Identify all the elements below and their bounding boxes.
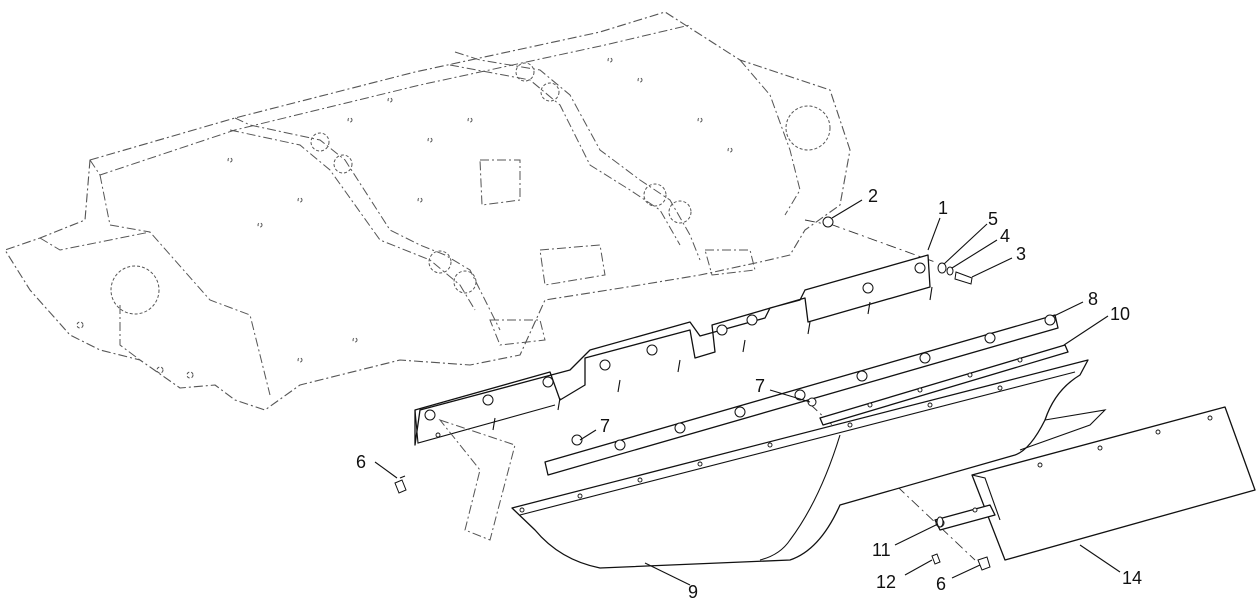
callout-14: 14	[1122, 568, 1142, 588]
callout-11: 11	[872, 540, 891, 560]
callout-7-left: 7	[600, 416, 610, 436]
callout-3: 3	[1016, 244, 1026, 264]
mount-bar-11	[934, 504, 996, 531]
part-1-mounting-plate	[414, 254, 933, 446]
part-8-nut-bar	[544, 314, 1059, 476]
hardware	[394, 216, 991, 571]
callout-10: 10	[1110, 304, 1130, 324]
callout-leaders	[374, 199, 1121, 586]
part-9-skirt	[511, 359, 1107, 569]
lower-flap-left	[438, 418, 516, 541]
part-14-front-panel	[971, 406, 1256, 561]
callout-7-middle: 7	[755, 376, 765, 396]
part-10-strip	[819, 344, 1069, 426]
callout-2: 2	[868, 186, 878, 206]
callout-8: 8	[1088, 289, 1098, 309]
housing-frame	[4, 11, 851, 411]
callout-labels: 1 2 5 4 3 8 10 6 7 7 9 11 12 6 14	[356, 186, 1142, 602]
callout-12: 12	[876, 572, 896, 592]
callout-1: 1	[938, 198, 948, 218]
callout-6-right: 6	[936, 574, 946, 594]
callout-6-left: 6	[356, 452, 366, 472]
callout-4: 4	[1000, 226, 1010, 246]
callout-5: 5	[988, 209, 998, 229]
callout-9: 9	[688, 582, 698, 602]
